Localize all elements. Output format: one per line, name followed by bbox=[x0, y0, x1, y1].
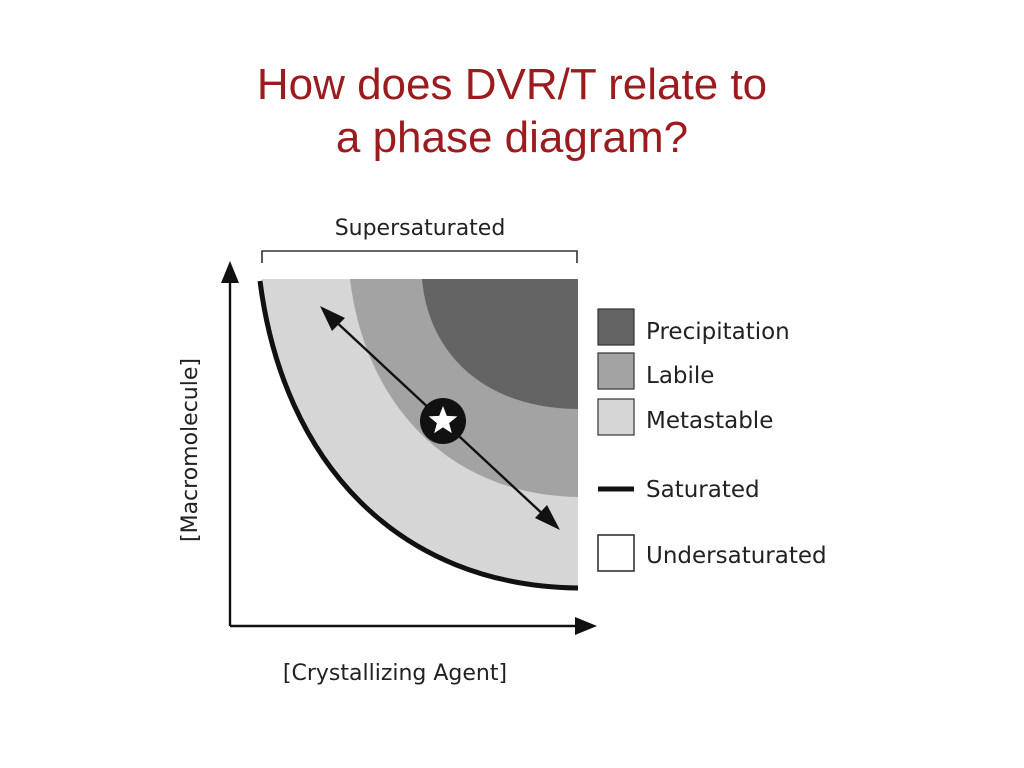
phase-regions bbox=[262, 279, 578, 586]
legend-label-precipitation: Precipitation bbox=[646, 319, 790, 345]
saturation-curve bbox=[257, 280, 579, 591]
legend-swatch-metastable bbox=[597, 398, 635, 436]
legend-swatch-labile bbox=[597, 352, 635, 390]
legend-label-saturated: Saturated bbox=[646, 477, 760, 503]
legend-label-labile: Labile bbox=[646, 363, 714, 389]
arrow-head-lower-right bbox=[535, 505, 560, 530]
y-axis-label: [Macromolecule] bbox=[178, 358, 203, 542]
slide-title-line-1: How does DVR/T relate to bbox=[256, 60, 768, 109]
slide-title: How does DVR/T relate to a phase diagram… bbox=[0, 58, 1024, 164]
x-axis-arrowhead bbox=[575, 617, 597, 635]
y-axis-arrowhead bbox=[221, 261, 239, 283]
x-axis-label: [Crystallizing Agent] bbox=[283, 661, 507, 686]
legend: Precipitation Labile Metastable Saturate… bbox=[597, 308, 827, 572]
legend-label-undersaturated: Undersaturated bbox=[646, 543, 827, 569]
star-icon bbox=[420, 398, 466, 444]
supersaturated-bracket bbox=[261, 250, 578, 263]
legend-swatch-precipitation bbox=[597, 308, 635, 346]
legend-swatch-undersaturated bbox=[597, 534, 635, 572]
supersaturated-label: Supersaturated bbox=[335, 216, 506, 241]
arrow-head-upper-left bbox=[320, 306, 345, 331]
precipitation-region bbox=[422, 279, 578, 409]
legend-label-metastable: Metastable bbox=[646, 408, 773, 434]
slide-title-line-2: a phase diagram? bbox=[335, 113, 689, 162]
